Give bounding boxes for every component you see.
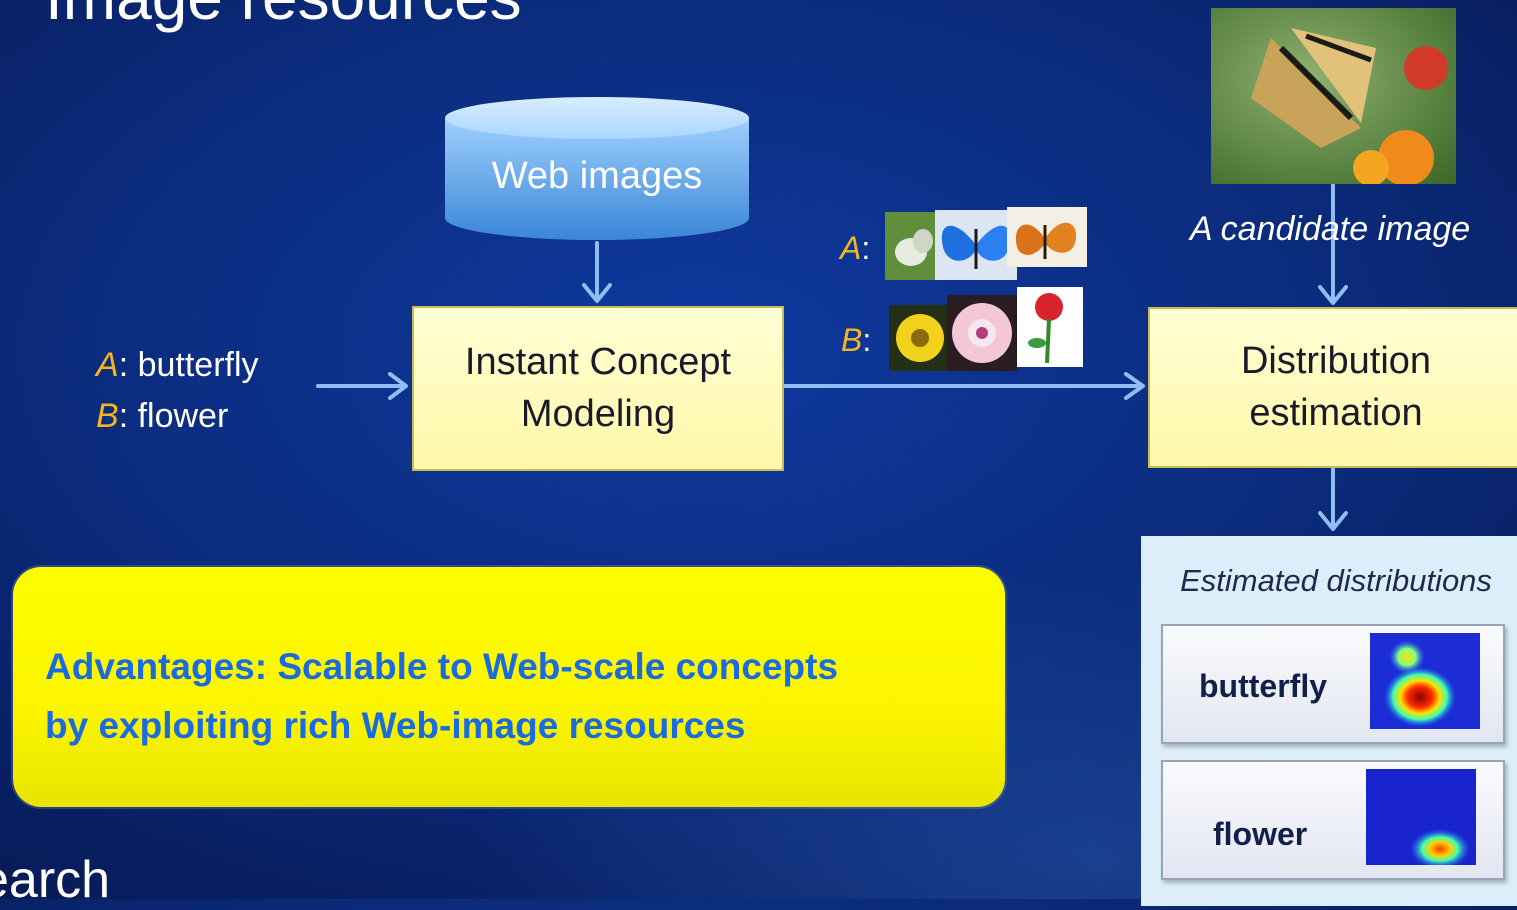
input-b-letter: B	[96, 397, 119, 435]
advantages-line1: Advantages: Scalable to Web-scale concep…	[45, 646, 839, 687]
distribution-label-butterfly: butterfly	[1199, 668, 1327, 704]
butterfly-sample-images	[885, 207, 1087, 280]
butterfly-thumb-2	[935, 210, 1017, 280]
flower-thumb-1	[889, 305, 951, 371]
distribution-label-flower: flower	[1213, 816, 1308, 852]
input-b-value: flower	[137, 397, 229, 435]
candidate-image	[1211, 8, 1456, 184]
dist-line1: Distribution	[1240, 340, 1432, 383]
advantages-line2: by exploiting rich Web-image resources	[45, 705, 746, 747]
samples-a-label: A:	[840, 230, 870, 267]
heatmap-flower	[1366, 769, 1476, 865]
arrowhead-dist-to-estimated	[1318, 511, 1348, 531]
concept-inputs: A: butterfly B: flower	[96, 340, 259, 442]
arrowhead-candidate-to-dist	[1318, 285, 1348, 305]
input-a-sep: :	[118, 346, 138, 384]
input-a-value: butterfly	[137, 346, 259, 384]
samples-a-letter: A	[840, 230, 862, 266]
arrowhead-input-to-icm	[388, 372, 408, 400]
arrowhead-web-to-icm	[582, 283, 612, 303]
flower-sample-images	[889, 287, 1083, 371]
candidate-caption: A candidate image	[1189, 210, 1471, 248]
samples-a-sep: :	[861, 230, 871, 266]
flower-thumb-3	[1017, 287, 1083, 367]
web-images-database-icon	[445, 97, 749, 240]
flower-thumb-2	[947, 295, 1017, 371]
butterfly-thumb-3	[1007, 207, 1087, 267]
slide-title: Image resources	[45, 0, 522, 34]
advantages-text: Advantages: Scalable to Web-scale concep…	[45, 637, 985, 755]
estimated-distributions-title: Estimated distributions	[1180, 563, 1492, 598]
input-a-letter: A	[96, 346, 119, 384]
dist-line2: estimation	[1249, 391, 1423, 434]
samples-b-label: B:	[841, 322, 871, 359]
heatmap-butterfly	[1370, 633, 1480, 729]
butterfly-thumb-1	[885, 212, 943, 280]
input-b-sep: :	[118, 397, 138, 435]
samples-b-letter: B	[841, 322, 863, 358]
input-b: B: flower	[96, 391, 259, 442]
instant-concept-modeling-box: Instant Concept Modeling	[412, 306, 784, 471]
advantages-callout	[13, 567, 1005, 807]
footer-logo-text: earch	[0, 851, 111, 909]
distribution-estimation-box: Distribution estimation	[1148, 307, 1517, 468]
input-a: A: butterfly	[96, 340, 259, 391]
distribution-card-butterfly: butterfly	[1161, 624, 1505, 744]
arrowhead-icm-to-dist	[1124, 372, 1145, 400]
web-images-label: Web images	[491, 155, 703, 197]
distribution-card-flower: flower	[1161, 760, 1505, 880]
icm-line1: Instant Concept	[464, 341, 732, 384]
icm-line2: Modeling	[520, 392, 676, 435]
samples-b-sep: :	[862, 322, 872, 358]
